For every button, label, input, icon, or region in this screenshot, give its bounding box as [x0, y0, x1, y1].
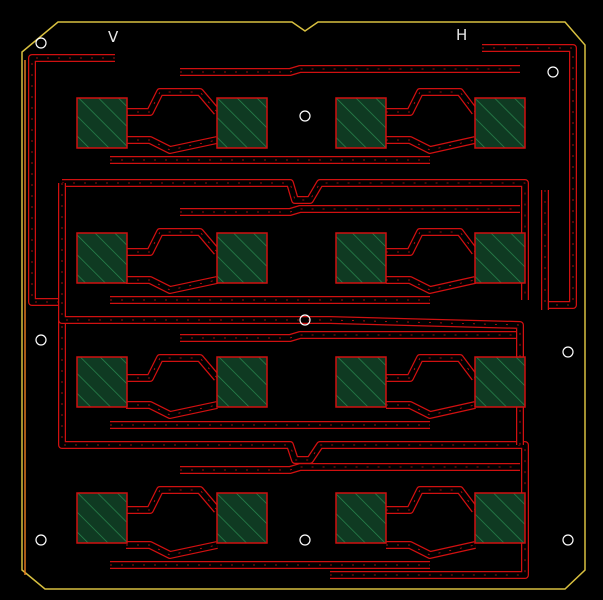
patch-pad-r2c2: [216, 232, 268, 284]
mounting-hole: [35, 334, 47, 346]
mounting-hole: [299, 314, 311, 326]
mounting-holes: [35, 37, 574, 546]
patch-pad-r4c3: [335, 492, 387, 544]
patch-pad-r2c4: [474, 232, 526, 284]
trace-layer: [28, 44, 577, 579]
patch-pad-r2c1: [76, 232, 128, 284]
label-h: H: [456, 26, 468, 44]
mounting-hole: [299, 534, 311, 546]
patch-pad-r4c4: [474, 492, 526, 544]
mounting-hole: [547, 66, 559, 78]
patch-pad-r3c1: [76, 356, 128, 408]
board-outline: [21, 21, 586, 590]
patch-pad-r1c4: [474, 97, 526, 149]
patch-pad-r4c1: [76, 492, 128, 544]
mounting-hole: [562, 534, 574, 546]
mounting-hole: [299, 110, 311, 122]
patch-pad-r1c2: [216, 97, 268, 149]
mounting-hole: [35, 534, 47, 546]
patch-pad-r1c3: [335, 97, 387, 149]
pad-layer: [76, 97, 526, 544]
mounting-hole: [562, 346, 574, 358]
patch-pad-r2c3: [335, 232, 387, 284]
patch-pad-r4c2: [216, 492, 268, 544]
mounting-hole: [35, 37, 47, 49]
patch-pad-r1c1: [76, 97, 128, 149]
patch-pad-r3c3: [335, 356, 387, 408]
patch-pad-r3c4: [474, 356, 526, 408]
patch-pad-r3c2: [216, 356, 268, 408]
label-v: V: [108, 28, 119, 46]
